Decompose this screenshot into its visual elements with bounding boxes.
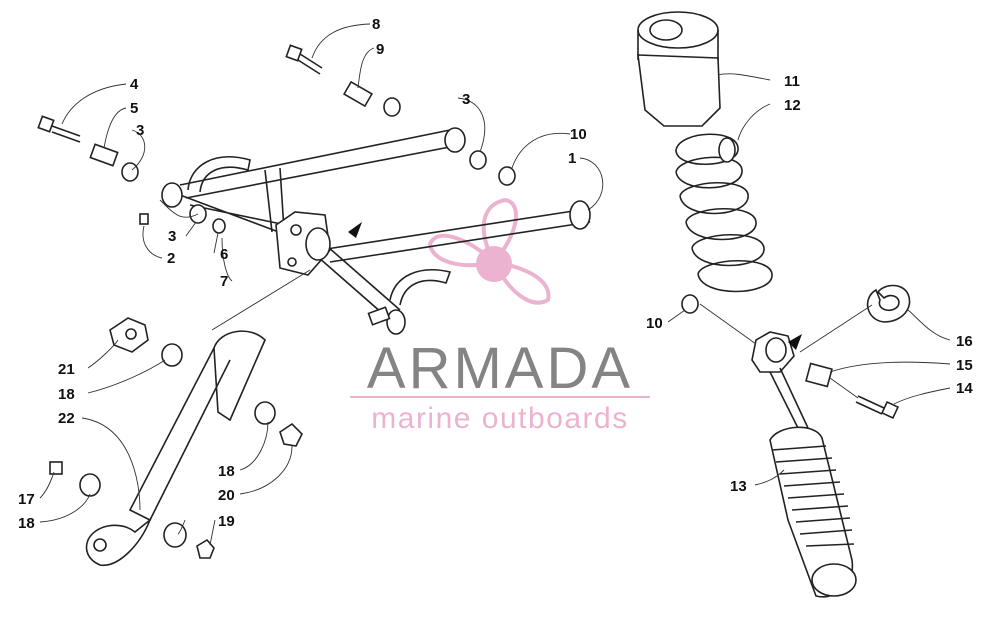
washer-18b: [254, 401, 276, 425]
nut-10b: [681, 294, 699, 314]
callout-16: 16: [956, 333, 973, 350]
a-arm-assembly: [161, 127, 591, 335]
bushing-3d: [469, 150, 487, 170]
strap-assembly: [85, 317, 266, 566]
nut-10a: [498, 166, 516, 186]
bolt-8: [285, 44, 323, 75]
washer-6: [212, 218, 226, 234]
nut-19: [196, 538, 215, 559]
bushing-15: [805, 362, 833, 388]
callout-9: 9: [376, 41, 384, 58]
armada-logo: ARMADA marine outboards: [350, 197, 650, 435]
callout-labels: 8 9 3 4 5 3 10 1 3 2 6 7 11 12 10 16 15 …: [18, 16, 973, 532]
spring-12: [675, 133, 773, 293]
callout-13: 13: [730, 478, 747, 495]
callout-17: 17: [18, 491, 35, 508]
callout-5: 5: [130, 100, 138, 117]
wing-nut-20: [279, 422, 303, 447]
washer-18a: [161, 343, 183, 367]
callout-19: 19: [218, 513, 235, 530]
callout-3c: 3: [168, 228, 176, 245]
bushing-3a: [121, 162, 139, 182]
callout-18c: 18: [18, 515, 35, 532]
callout-22: 22: [58, 410, 75, 427]
callout-18a: 18: [58, 386, 75, 403]
callout-18b: 18: [218, 463, 235, 480]
callout-11: 11: [784, 73, 800, 90]
grease-fitting-2: [139, 213, 149, 225]
bushing-9: [343, 80, 373, 108]
bushing-3c: [383, 97, 401, 117]
callout-12: 12: [784, 97, 801, 114]
shock-top-eye: [751, 331, 795, 373]
callout-6: 6: [220, 246, 228, 263]
callout-1: 1: [568, 150, 576, 167]
callout-10b: 10: [646, 315, 663, 332]
callout-20: 20: [218, 487, 235, 504]
arrow-icon-2: [788, 334, 802, 350]
clip-16: [866, 284, 911, 323]
arrow-icon: [348, 222, 362, 238]
callout-4: 4: [130, 76, 139, 93]
callout-10a: 10: [570, 126, 587, 143]
bumper-11: [637, 11, 721, 127]
leader-lines: [39, 23, 951, 546]
callout-15: 15: [956, 357, 973, 374]
bushing-5: [89, 143, 119, 167]
callout-14: 14: [956, 380, 973, 397]
logo-title: ARMADA: [367, 336, 633, 401]
callout-3b: 3: [136, 122, 144, 139]
logo-subtitle: marine outboards: [371, 402, 628, 435]
callout-3a: 3: [462, 91, 470, 108]
bolt-4: [37, 115, 81, 143]
callout-2: 2: [167, 250, 175, 267]
callout-21: 21: [58, 361, 75, 378]
bolt-14: [855, 395, 900, 420]
propeller-icon: [427, 197, 551, 305]
callout-8: 8: [372, 16, 380, 33]
callout-7: 7: [220, 273, 228, 290]
washer-18d: [163, 522, 187, 548]
shock-body-13: [769, 367, 857, 598]
bolt-17: [49, 461, 63, 475]
washer-18c: [79, 473, 101, 497]
